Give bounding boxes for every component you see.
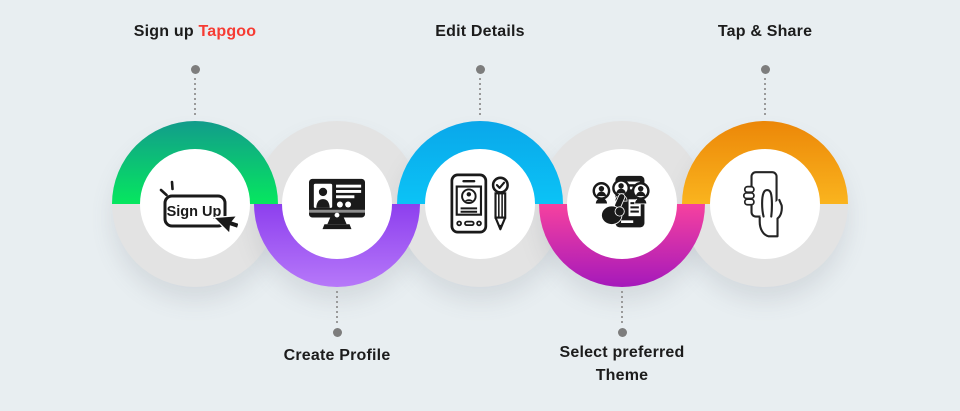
pointing-hand-icon — [601, 193, 626, 225]
step-ring — [682, 121, 848, 287]
step-create-profile: Create Profile — [254, 0, 420, 411]
user-avatar-icons — [592, 179, 650, 205]
step-ring — [539, 121, 705, 287]
connector-line — [194, 78, 196, 118]
label-text: Sign up — [133, 23, 194, 40]
step-icon-circle — [425, 149, 535, 259]
step-label-tap-share: Tap & Share — [717, 23, 813, 40]
connector-line — [764, 78, 766, 118]
step-select-theme: Select preferred Theme — [539, 0, 705, 411]
step-tap-share: Tap & Share — [682, 0, 848, 411]
hand-holding-phone-icon — [742, 171, 783, 238]
cursor-icon — [212, 215, 238, 234]
connector-dot — [475, 65, 485, 74]
connector-line — [621, 291, 623, 326]
step-edit-details: Edit Details — [397, 0, 563, 411]
step-icon-circle — [567, 149, 677, 259]
monitor-profile-icon — [309, 178, 365, 230]
theme-select-icon — [592, 175, 650, 228]
label-line-2: Theme — [595, 367, 649, 384]
label-line-1: Select preferred — [559, 344, 685, 361]
step-ring — [397, 121, 563, 287]
step-label-edit-details: Edit Details — [435, 23, 525, 40]
phone-edit-icon — [450, 173, 509, 234]
step-label-create-profile: Create Profile — [283, 347, 391, 364]
step-label-sign-up: Sign up Tapgoo — [85, 20, 305, 43]
connector-dot — [617, 328, 627, 337]
step-label-select-theme: Select preferred Theme — [512, 341, 732, 387]
step-icon-circle: Sign Up — [140, 149, 250, 259]
step-ring: Sign Up — [112, 121, 278, 287]
step-sign-up: Sign up Tapgoo Sign Up — [112, 0, 278, 411]
connector-line — [336, 291, 338, 326]
connector-dot — [190, 65, 200, 74]
connector-dot — [760, 65, 770, 74]
step-icon-circle — [710, 149, 820, 259]
connector-line — [479, 78, 481, 118]
connector-dot — [332, 328, 342, 337]
signup-button-icon: Sign Up — [159, 180, 238, 234]
label-brand-text: Tapgoo — [198, 23, 257, 40]
step-ring — [254, 121, 420, 287]
step-icon-circle — [282, 149, 392, 259]
signup-button-text: Sign Up — [167, 204, 222, 220]
